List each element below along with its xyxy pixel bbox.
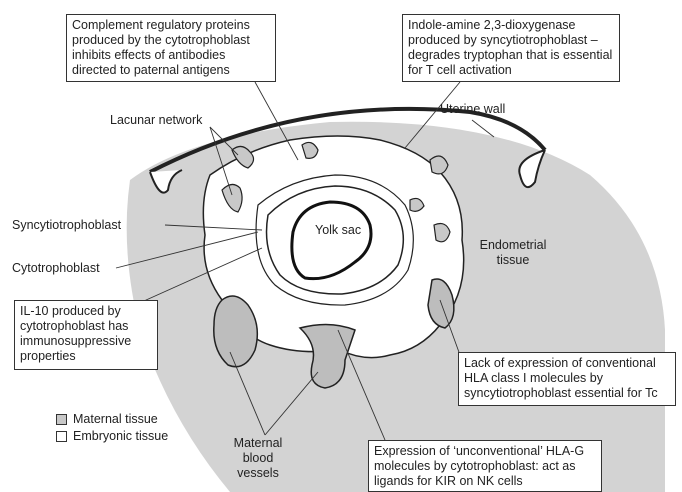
- legend-maternal-label: Maternal tissue: [73, 412, 158, 426]
- lacunar-blob-5: [433, 222, 451, 243]
- callout-indoleamine: Indole-amine 2,3-dioxygenase produced by…: [402, 14, 620, 82]
- cytotrophoblast-ring: [255, 174, 414, 306]
- uterine-fold-left: [149, 169, 183, 194]
- lacunar-blob-2: [221, 183, 243, 213]
- yolk-sac: [290, 200, 373, 281]
- uterine-fold-right: [518, 149, 546, 189]
- lacunar-blob-4: [429, 155, 449, 175]
- legend-maternal: Maternal tissue: [56, 412, 158, 427]
- legend-maternal-swatch: [56, 414, 67, 425]
- label-yolk-sac: Yolk sac: [315, 223, 362, 237]
- lacunar-blob-1: [231, 145, 255, 169]
- label-syncytiotrophoblast: Syncytiotrophoblast: [12, 218, 122, 232]
- label-maternal-blood-vessels: Maternal blood vessels: [233, 436, 283, 480]
- maternal-vessel-center: [298, 323, 356, 389]
- legend-embryonic-swatch: [56, 431, 67, 442]
- callout-hla-g: Expression of ‘unconventional’ HLA-G mol…: [368, 440, 602, 492]
- maternal-vessel-left: [213, 295, 259, 368]
- leader-lines: [115, 81, 495, 441]
- callout-il10: IL-10 produced by cytotrophoblast has im…: [14, 300, 158, 370]
- blastocyst-cavity: [265, 185, 404, 295]
- label-cytotrophoblast: Cytotrophoblast: [12, 261, 100, 275]
- legend-embryonic: Embryonic tissue: [56, 429, 168, 444]
- lacunar-blob-3: [301, 141, 319, 159]
- legend-embryonic-label: Embryonic tissue: [73, 429, 169, 443]
- label-uterine-wall: Uterine wall: [440, 102, 506, 116]
- label-lacunar-network: Lacunar network: [110, 113, 203, 127]
- uterine-wall: [149, 106, 547, 174]
- label-endometrial-tissue: Endometrial tissue: [479, 238, 547, 267]
- callout-hla-class1: Lack of expression of conventional HLA c…: [458, 352, 676, 406]
- callout-complement-proteins: Complement regulatory proteins produced …: [66, 14, 276, 82]
- lacunar-blob-6: [409, 197, 425, 212]
